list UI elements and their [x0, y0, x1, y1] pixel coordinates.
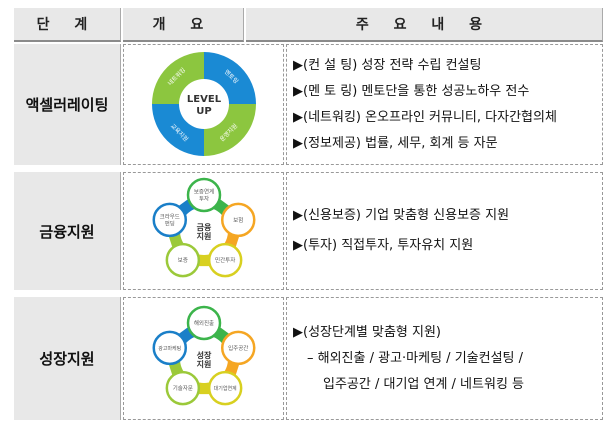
diagram-node [152, 202, 187, 238]
content-item: ▶(투자) 직접투자, 투자유치 지원 [293, 238, 474, 253]
content-cell: ▶(컨 설 팅) 성장 전략 수립 컨설팅 ▶(멘 토 링) 멘토단을 통한 성… [286, 44, 603, 165]
node-label: 보증연계 [193, 188, 213, 196]
diagram-node [207, 370, 242, 405]
node-label: 기술자문 [172, 384, 192, 392]
level-up-diagram: LEVEL UP 네트워킹 멘토링 운영지원 교육지원 [151, 52, 256, 156]
stage-accelerating: 액셀러레이팅 [14, 44, 121, 165]
content-item: ▶(멘 토 링) 멘토단을 통한 성공노하우 전수 [293, 83, 530, 99]
content-item: ▶(성장단계별 맞춤형 지원) [293, 324, 442, 340]
node-label: 해외진출 [193, 319, 213, 327]
center-label: UP [196, 106, 211, 117]
content-item: ▶(정보제공) 법률, 세무, 회계 등 자문 [293, 135, 498, 151]
stage-growth: 성장지원 [14, 297, 121, 420]
node-label: 입주공간 [228, 343, 248, 351]
content-cell: ▶(신용보증) 기업 맞춤형 신용보증 지원 ▶(투자) 직접투자, 투자유치 … [286, 172, 603, 290]
diagram-node [186, 177, 221, 213]
content-cell: ▶(성장단계별 맞춤형 지원) – 해외진출 / 광고·마케팅 / 기술컨설팅 … [286, 297, 603, 420]
content-item: ▶(네트워킹) 온오프라인 커뮤니티, 다자간협의체 [293, 109, 557, 125]
header-stage: 단 계 [14, 8, 121, 42]
stage-finance: 금융지원 [14, 172, 121, 290]
puzzle-piece [151, 104, 204, 156]
center-label: 지원 [196, 231, 211, 241]
node-label: 민간투자 [215, 256, 235, 264]
diagram-node [152, 330, 187, 365]
node-label: 크라우드 [159, 212, 179, 220]
center-label: 지원 [196, 359, 211, 369]
center-label: 성장 [196, 350, 211, 360]
center-label: 금융 [196, 222, 211, 232]
diagram-node [186, 305, 221, 340]
diagram-node [220, 202, 255, 238]
header-content: 주 요 내 용 [246, 8, 603, 42]
puzzle-piece [203, 52, 256, 104]
content-item: ▶(신용보증) 기업 맞춤형 신용보증 지원 [293, 208, 510, 223]
node-label: 보험 [233, 217, 243, 224]
center-circle [179, 334, 228, 383]
center-label: LEVEL [186, 94, 221, 105]
overview-cell: LEVEL UP 네트워킹 멘토링 운영지원 교육지원 [123, 44, 284, 165]
content-item: ▶(컨 설 팅) 성장 전략 수립 컨설팅 [293, 57, 482, 73]
diagram-node [220, 330, 255, 365]
content-item: 입주공간 / 대기업 연계 / 네트워킹 등 [323, 376, 524, 392]
diagram-node [165, 370, 200, 405]
node-label: 광고마케팅 [158, 344, 181, 351]
puzzle-piece [151, 52, 204, 104]
node-label: 대기업연계 [213, 385, 236, 392]
center-circle [179, 207, 228, 255]
node-label: 보증 [177, 257, 187, 264]
header-overview: 개 요 [123, 8, 244, 42]
diagram-node [207, 242, 242, 278]
puzzle-piece [203, 104, 256, 156]
content-item: – 해외진출 / 광고·마케팅 / 기술컨설팅 / [307, 350, 524, 366]
node-label: 투자 [198, 195, 208, 203]
diagram-node [165, 242, 200, 278]
node-label: 펀딩 [164, 219, 174, 227]
